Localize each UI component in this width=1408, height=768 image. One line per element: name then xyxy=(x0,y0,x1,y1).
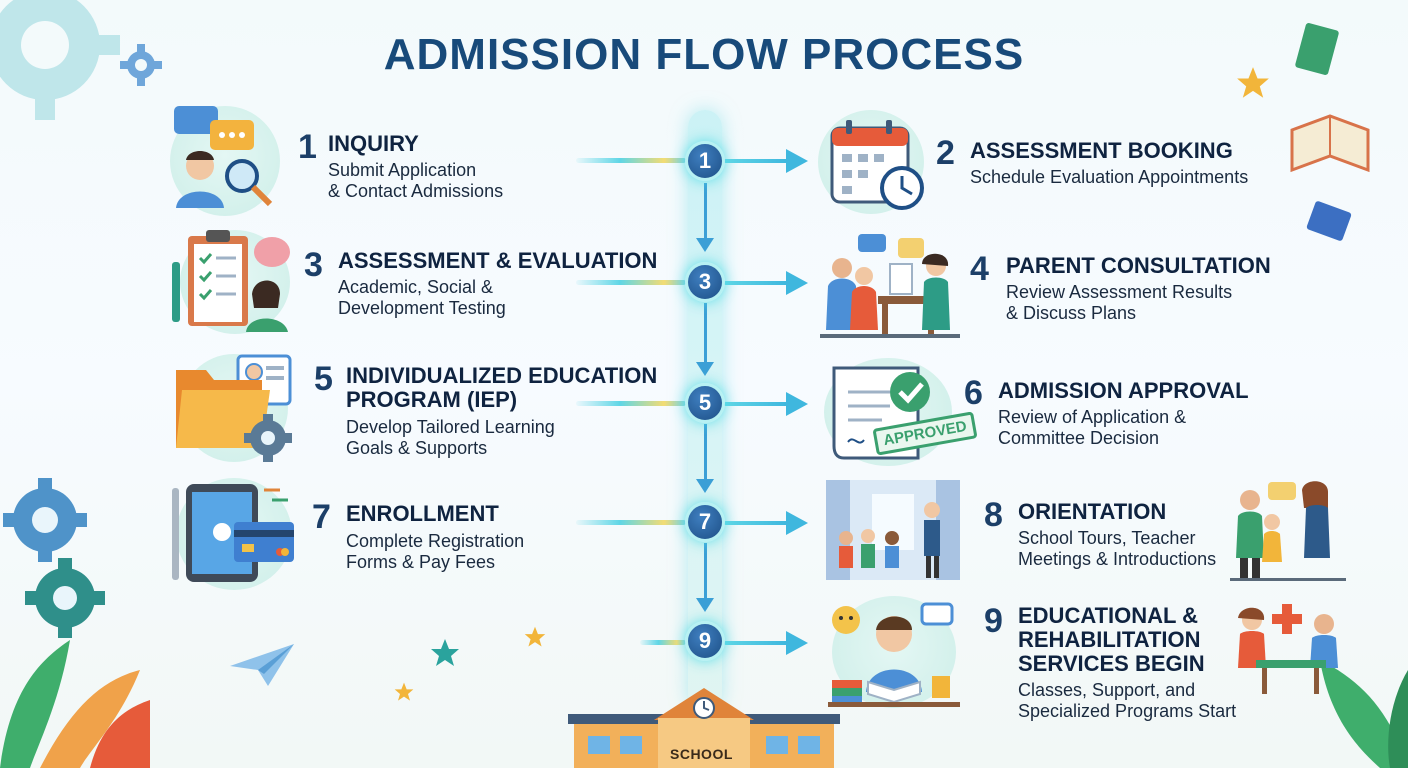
connector-left xyxy=(576,158,686,163)
down-arrow-head xyxy=(696,362,714,376)
clipboard-brain-icon xyxy=(172,230,290,332)
orientation-hallway-icon xyxy=(826,480,960,580)
step-desc-line: Meetings & Introductions xyxy=(1018,549,1217,569)
step-number: 1 xyxy=(298,128,317,166)
down-arrow-head xyxy=(696,479,714,493)
step-desc-line: Submit Application xyxy=(328,160,477,180)
step-node-7: 7 xyxy=(685,502,725,542)
step-number: 9 xyxy=(984,602,1003,640)
step-desc-line: Development Testing xyxy=(338,298,506,318)
gear-icon xyxy=(0,0,120,120)
step-node-5: 5 xyxy=(685,383,725,423)
down-arrow xyxy=(704,424,707,480)
step-heading: ASSESSMENT & EVALUATION xyxy=(338,248,658,273)
student-reading-icon xyxy=(828,602,960,707)
step-node-9: 9 xyxy=(685,621,725,661)
connector-left xyxy=(576,280,686,285)
page-title: ADMISSION FLOW PROCESS xyxy=(383,30,1025,79)
step-heading: INDIVIDUALIZED EDUCATION xyxy=(346,363,658,388)
star-icon xyxy=(394,682,414,701)
school-sign: SCHOOL xyxy=(670,746,733,762)
star-icon xyxy=(1237,67,1269,98)
star-icon xyxy=(431,639,459,666)
tablet-card-icon xyxy=(172,484,294,582)
step-heading-line2: PROGRAM (IEP) xyxy=(346,387,518,412)
step-number: 4 xyxy=(970,250,989,288)
step-heading: ENROLLMENT xyxy=(346,501,499,526)
down-arrow-head xyxy=(696,598,714,612)
step-heading: EDUCATIONAL & xyxy=(1018,603,1199,628)
connector-right xyxy=(724,281,788,285)
step-desc-line: School Tours, Teacher xyxy=(1018,528,1196,548)
step-heading-line2: REHABILITATION xyxy=(1018,627,1201,652)
step-node-1: 1 xyxy=(685,141,725,181)
step-desc-line: & Discuss Plans xyxy=(1006,303,1137,323)
step-desc-line: Forms & Pay Fees xyxy=(346,552,496,572)
step-heading: ORIENTATION xyxy=(1018,499,1167,524)
step-desc-line: & Contact Admissions xyxy=(328,181,504,201)
step-number: 5 xyxy=(314,360,333,398)
arrow-right-icon xyxy=(786,511,808,535)
connector-right xyxy=(724,402,788,406)
consultation-icon xyxy=(820,234,960,338)
connector-left xyxy=(576,520,686,525)
small-gear-icon xyxy=(120,44,162,86)
school-building-icon xyxy=(568,688,840,768)
step-number: 7 xyxy=(312,498,331,536)
arrow-right-icon xyxy=(786,149,808,173)
step-number: 8 xyxy=(984,496,1003,534)
connector-right xyxy=(724,641,788,645)
step-desc-line: Complete Registration xyxy=(346,531,525,551)
rehabilitation-icon xyxy=(1238,604,1338,694)
connector-left xyxy=(640,640,686,645)
step-number: 2 xyxy=(936,134,955,172)
step-desc-line: Goals & Supports xyxy=(346,438,488,458)
arrow-right-icon xyxy=(786,631,808,655)
plane-icon xyxy=(230,644,294,686)
down-arrow xyxy=(704,303,707,363)
gears-left-icon xyxy=(3,478,105,638)
step-heading: ASSESSMENT BOOKING xyxy=(970,138,1233,163)
step-desc-line: Review Assessment Results xyxy=(1006,282,1233,302)
step-number: 6 xyxy=(964,374,983,412)
down-arrow-head xyxy=(696,238,714,252)
down-arrow xyxy=(704,183,707,239)
step-node-3: 3 xyxy=(685,262,725,302)
step-desc-line: Specialized Programs Start xyxy=(1018,701,1237,721)
step-desc-line: Schedule Evaluation Appointments xyxy=(970,167,1249,187)
step-desc-line: Classes, Support, and xyxy=(1018,680,1196,700)
arrow-right-icon xyxy=(786,392,808,416)
step-desc-line: Review of Application & xyxy=(998,407,1187,427)
calendar-clock-icon xyxy=(830,120,924,210)
step-heading-line3: SERVICES BEGIN xyxy=(1018,651,1205,676)
step-desc-line: Academic, Social & xyxy=(338,277,494,297)
orientation-people-icon xyxy=(1230,481,1346,581)
down-arrow xyxy=(704,543,707,599)
connector-left xyxy=(576,401,686,406)
books-icon xyxy=(1290,23,1370,241)
connector-right xyxy=(724,159,788,163)
arrow-right-icon xyxy=(786,271,808,295)
leaves-left-icon xyxy=(0,640,150,768)
connector-right xyxy=(724,521,788,525)
step-desc-line: Committee Decision xyxy=(998,428,1160,448)
chat-search-icon xyxy=(174,106,273,208)
step-number: 3 xyxy=(304,246,323,284)
step-heading: INQUIRY xyxy=(328,131,419,156)
star-icon xyxy=(524,626,546,647)
step-heading: ADMISSION APPROVAL xyxy=(998,378,1249,403)
step-desc-line: Develop Tailored Learning xyxy=(346,417,555,437)
folder-gear-icon xyxy=(176,354,292,462)
leaves-right-icon xyxy=(1320,660,1408,768)
step-heading: PARENT CONSULTATION xyxy=(1006,253,1271,278)
